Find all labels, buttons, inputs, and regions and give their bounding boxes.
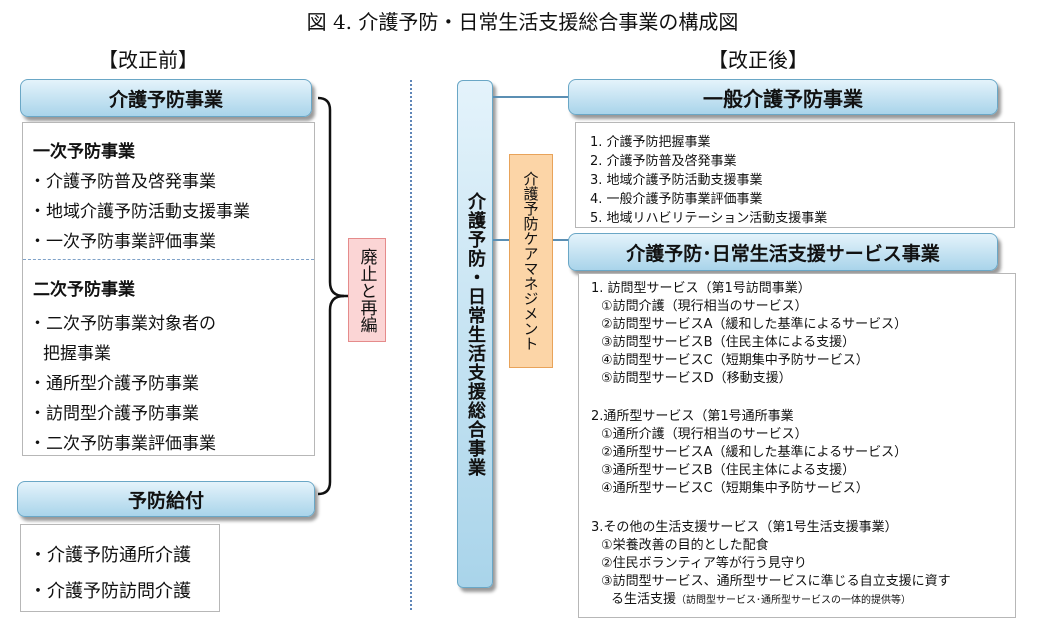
list-item: 把握事業 (43, 344, 111, 364)
list-item: ・二次予防事業対象者の (29, 314, 216, 334)
visit-service-heading: 1. 訪問型サービス（第1号訪問事業） (591, 281, 811, 296)
list-item: ・介護予防訪問介護 (29, 581, 191, 602)
general-prevention-title: 一般介護予防事業 (703, 86, 863, 111)
after-revision-header: 【改正後】 (708, 48, 808, 72)
list-item: ・介護予防普及啓発事業 (29, 172, 216, 192)
list-item: ②訪問型サービスA（緩和した基準によるサービス） (601, 317, 908, 332)
list-item: ②住民ボランティア等が行う見守り (601, 556, 807, 571)
care-management-box: 介護予防ケアマネジメント (509, 154, 553, 368)
list-item: ①通所介護（現行相当のサービス） (601, 427, 808, 442)
abolish-reorganize-label-box: 廃止と再編 (348, 238, 386, 342)
prevention-benefit-box: 予防給付 (17, 481, 315, 517)
section-divider (410, 80, 412, 610)
list-item: ④訪問型サービスC（短期集中予防サービス） (601, 353, 869, 368)
comprehensive-project-label: 介護予防・日常生活支援総合事業 (465, 191, 486, 477)
list-item: ②通所型サービスA（緩和した基準によるサービス） (601, 445, 908, 460)
prevention-benefit-panel: ・介護予防通所介護 ・介護予防訪問介護 (20, 524, 220, 612)
list-item: 1. 介護予防把握事業 (590, 135, 711, 150)
prevention-project-title: 介護予防事業 (108, 88, 223, 111)
primary-prevention-title: 一次予防事業 (33, 142, 135, 162)
continuation-text: る生活支援 (611, 592, 677, 607)
list-item: 2. 介護予防普及啓発事業 (590, 154, 737, 169)
bracket-connector (317, 96, 350, 496)
care-management-label: 介護予防ケアマネジメント (521, 171, 540, 351)
list-item: ③訪問型サービスB（住民主体による支援） (601, 335, 856, 350)
daycare-service-heading: 2.通所型サービス（第1号通所事業 (591, 409, 794, 424)
other-service-heading: 3.その他の生活支援サービス（第1号生活支援事業） (591, 520, 898, 535)
list-item: ・二次予防事業評価事業 (29, 434, 216, 454)
list-item: ⑤訪問型サービスD（移動支援） (601, 371, 792, 386)
section-divider (23, 259, 314, 260)
list-item: ④通所型サービスC（短期集中予防サービス） (601, 481, 869, 496)
daily-life-support-service-title: 介護予防･日常生活支援サービス事業 (626, 242, 940, 265)
list-item: ・地域介護予防活動支援事業 (29, 202, 250, 222)
list-item: ①訪問介護（現行相当のサービス） (601, 299, 808, 314)
prevention-project-box: 介護予防事業 (20, 79, 312, 117)
general-prevention-panel: 1. 介護予防把握事業 2. 介護予防普及啓発事業 3. 地域介護予防活動支援事… (575, 122, 1015, 228)
comprehensive-project-box: 介護予防・日常生活支援総合事業 (457, 80, 493, 588)
secondary-prevention-title: 二次予防事業 (33, 280, 135, 300)
list-item: ③訪問型サービス、通所型サービスに準じる自立支援に資す (601, 574, 951, 589)
list-item: ③通所型サービスB（住民主体による支援） (601, 463, 856, 478)
list-item: 3. 地域介護予防活動支援事業 (590, 173, 763, 188)
figure-title: 図 4. 介護予防・日常生活支援総合事業の構成図 (306, 10, 739, 34)
abolish-reorganize-label: 廃止と再編 (356, 247, 377, 333)
prevention-project-panel: 一次予防事業 ・介護予防普及啓発事業 ・地域介護予防活動支援事業 ・一次予防事業… (22, 122, 315, 456)
daily-life-support-service-box: 介護予防･日常生活支援サービス事業 (568, 233, 998, 271)
list-item: ・訪問型介護予防事業 (29, 404, 199, 424)
list-item: ・一次予防事業評価事業 (29, 232, 216, 252)
connector-line (493, 96, 573, 98)
list-item: ・介護予防通所介護 (29, 545, 191, 566)
list-item: 5. 地域リハビリテーション活動支援事業 (590, 211, 828, 226)
service-details-panel: 1. 訪問型サービス（第1号訪問事業） ①訪問介護（現行相当のサービス） ②訪問… (578, 273, 1016, 618)
prevention-benefit-title: 予防給付 (127, 489, 204, 512)
list-item-continuation: る生活支援（訪問型サービス･通所型サービスの一体的提供等） (611, 588, 911, 607)
list-item: ①栄養改善の目的とした配食 (601, 538, 769, 553)
continuation-note: （訪問型サービス･通所型サービスの一体的提供等） (676, 595, 912, 606)
before-revision-header: 【改正前】 (98, 48, 198, 72)
general-prevention-box: 一般介護予防事業 (568, 79, 998, 115)
list-item: 4. 一般介護予防事業評価事業 (590, 192, 763, 207)
list-item: ・通所型介護予防事業 (29, 374, 199, 394)
